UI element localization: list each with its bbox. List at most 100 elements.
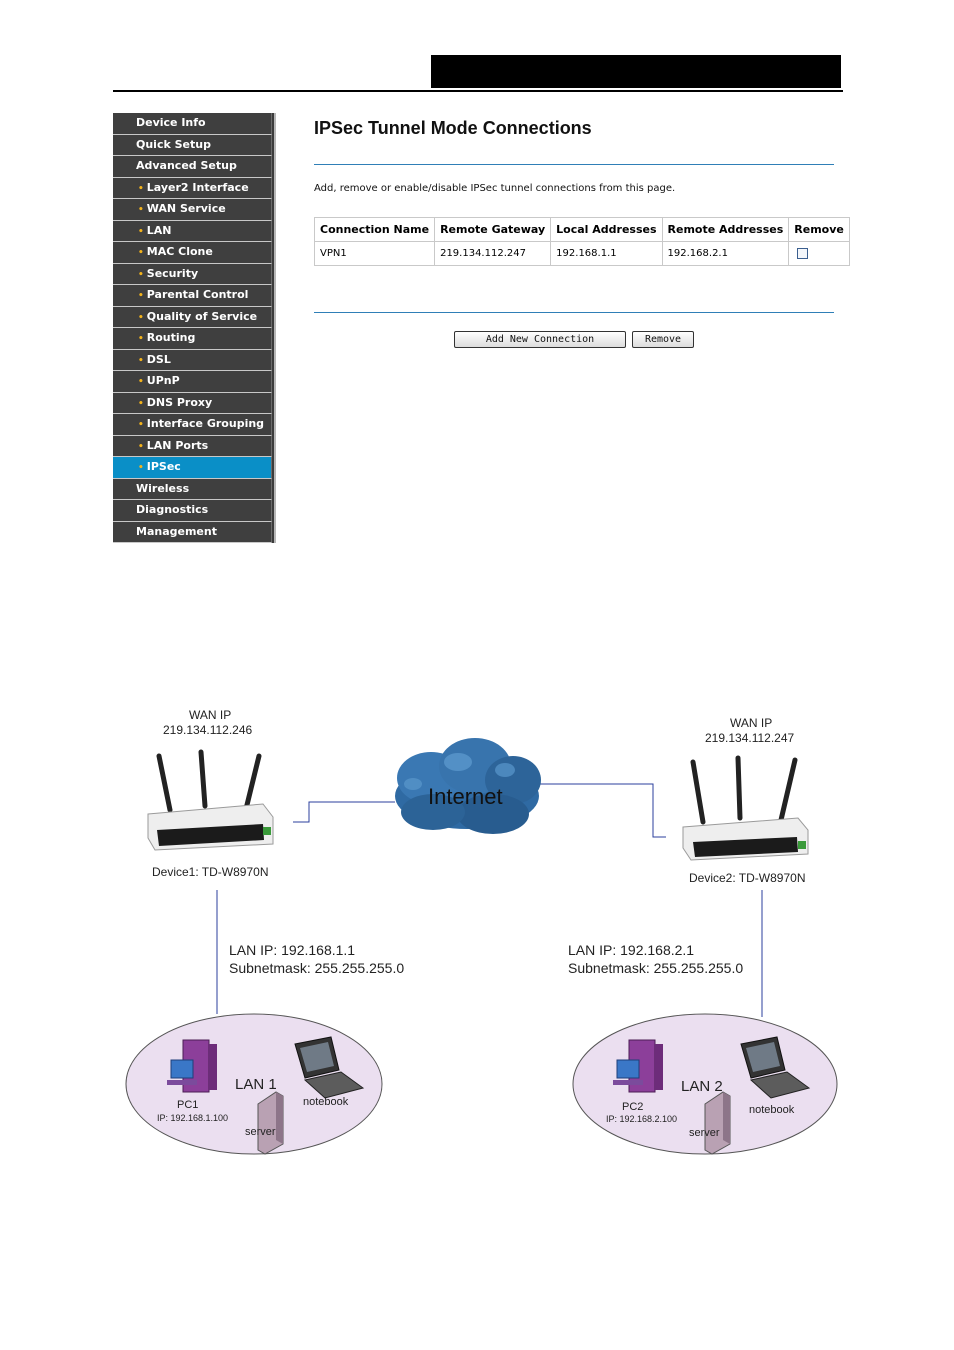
device1-subnet: Subnetmask: 255.255.255.0 bbox=[229, 960, 405, 976]
device2-subnet: Subnetmask: 255.255.255.0 bbox=[568, 960, 744, 976]
sidebar-item-ipsec[interactable]: •IPSec bbox=[113, 457, 272, 479]
sidebar-item-layer2-interface[interactable]: •Layer2 Interface bbox=[113, 177, 272, 199]
local-addresses-cell: 192.168.1.1 bbox=[550, 241, 663, 266]
sidebar-item-device-info[interactable]: Device Info bbox=[113, 113, 272, 135]
table-row: VPN1 219.134.112.247 192.168.1.1 192.168… bbox=[313, 241, 850, 266]
router-icon-device2 bbox=[682, 755, 809, 861]
remove-checkbox[interactable] bbox=[797, 247, 809, 259]
sidebar-item-label: MAC Clone bbox=[146, 245, 213, 258]
internet-cloud-icon bbox=[395, 738, 541, 834]
sidebar-item-label: IPSec bbox=[146, 460, 181, 473]
sidebar-item-label: Quality of Service bbox=[146, 309, 258, 323]
header-title-bar bbox=[431, 55, 841, 88]
wan-link-device2 bbox=[538, 783, 666, 838]
sidebar-item-dns-proxy[interactable]: •DNS Proxy bbox=[113, 392, 272, 414]
sidebar-item-routing[interactable]: •Routing bbox=[113, 328, 272, 350]
sidebar-item-lan-ports[interactable]: •LAN Ports bbox=[113, 435, 272, 457]
device2-name: Device2: TD-W8970N bbox=[689, 871, 806, 885]
device2-lan-ip: LAN IP: 192.168.2.1 bbox=[568, 942, 695, 958]
page-title: IPSec Tunnel Mode Connections bbox=[314, 118, 592, 138]
sidebar-item-label: LAN bbox=[146, 223, 172, 237]
title-divider bbox=[314, 164, 834, 165]
sidebar-item-label: DSL bbox=[146, 352, 171, 366]
wan-link-device1 bbox=[293, 801, 395, 823]
pc1-ip: IP: 192.168.1.100 bbox=[157, 1113, 229, 1123]
page-description: Add, remove or enable/disable IPSec tunn… bbox=[314, 183, 676, 194]
sidebar-item-wan-service[interactable]: •WAN Service bbox=[113, 199, 272, 221]
sidebar-item-label: Routing bbox=[146, 331, 196, 344]
bullet-icon: • bbox=[138, 269, 144, 280]
remote-addresses-cell: 192.168.2.1 bbox=[661, 241, 790, 266]
pc2-icon bbox=[613, 1039, 663, 1093]
sidebar-item-label: Parental Control bbox=[146, 288, 249, 301]
bullet-icon: • bbox=[138, 226, 144, 237]
pc2-ip: IP: 192.168.2.100 bbox=[606, 1114, 678, 1124]
sidebar-item-dsl[interactable]: •DSL bbox=[113, 349, 272, 371]
table-divider bbox=[314, 312, 834, 313]
notebook2-label: notebook bbox=[749, 1104, 795, 1116]
sidebar-item-label: Wireless bbox=[136, 481, 190, 495]
server1-label: server bbox=[245, 1126, 276, 1138]
add-new-connection-button[interactable]: Add New Connection bbox=[454, 331, 626, 348]
bullet-icon: • bbox=[138, 248, 144, 258]
device2-wan-label: WAN IP bbox=[730, 716, 773, 730]
column-header: Remote Gateway bbox=[434, 217, 552, 242]
sidebar-item-security[interactable]: •Security bbox=[113, 263, 272, 285]
lan1-label: LAN 1 bbox=[235, 1076, 277, 1093]
sidebar-item-quality-of-service[interactable]: •Quality of Service bbox=[113, 306, 272, 328]
sidebar-item-label: Layer2 Interface bbox=[146, 180, 249, 194]
network-diagram: WAN IP 219.134.112.246 Device1: TD-W8970… bbox=[113, 692, 841, 1162]
main-content: IPSec Tunnel Mode Connections Add, remov… bbox=[276, 113, 850, 543]
sidebar-item-upnp[interactable]: •UPnP bbox=[113, 371, 272, 393]
sidebar-item-label: Device Info bbox=[136, 116, 206, 129]
remote-gateway-cell: 219.134.112.247 bbox=[434, 241, 552, 266]
sidebar-item-label: Diagnostics bbox=[136, 503, 209, 516]
bullet-icon: • bbox=[138, 441, 144, 452]
sidebar-item-lan[interactable]: •LAN bbox=[113, 220, 272, 242]
sidebar-item-interface-grouping[interactable]: •Interface Grouping bbox=[113, 414, 272, 436]
header-divider bbox=[113, 90, 843, 92]
router-icon-device1 bbox=[147, 749, 274, 851]
sidebar-item-label: WAN Service bbox=[146, 202, 226, 215]
sidebar-item-label: UPnP bbox=[146, 374, 180, 387]
sidebar-item-label: LAN Ports bbox=[146, 438, 209, 452]
column-header: Connection Name bbox=[313, 217, 436, 242]
server1-icon bbox=[257, 1091, 284, 1155]
table-header-row: Connection Name Remote Gateway Local Add… bbox=[313, 217, 850, 242]
device1-wan-ip: 219.134.112.246 bbox=[163, 723, 253, 737]
sidebar-item-quick-setup[interactable]: Quick Setup bbox=[113, 134, 272, 156]
device2-wan-ip: 219.134.112.247 bbox=[705, 731, 795, 745]
sidebar-item-label: Advanced Setup bbox=[136, 159, 237, 172]
device1-lan-ip: LAN IP: 192.168.1.1 bbox=[229, 942, 356, 958]
sidebar-divider bbox=[274, 113, 276, 543]
server2-icon bbox=[704, 1091, 731, 1155]
sidebar-item-parental-control[interactable]: •Parental Control bbox=[113, 285, 272, 307]
sidebar-item-advanced-setup[interactable]: Advanced Setup bbox=[113, 156, 272, 178]
connections-table: Connection Name Remote Gateway Local Add… bbox=[313, 217, 850, 266]
sidebar-item-label: Quick Setup bbox=[136, 137, 211, 151]
sidebar-item-management[interactable]: Management bbox=[113, 521, 272, 543]
sidebar-item-mac-clone[interactable]: •MAC Clone bbox=[113, 242, 272, 264]
bullet-icon: • bbox=[138, 334, 144, 344]
bullet-icon: • bbox=[138, 398, 144, 409]
sidebar-item-label: Management bbox=[136, 524, 217, 538]
diagram-graphics bbox=[125, 738, 838, 1155]
sidebar-item-label: Security bbox=[146, 266, 199, 280]
sidebar-item-wireless[interactable]: Wireless bbox=[113, 478, 272, 500]
notebook1-icon bbox=[294, 1036, 365, 1099]
bullet-icon: • bbox=[138, 205, 144, 215]
internet-label: Internet bbox=[428, 784, 503, 809]
bullet-icon: • bbox=[138, 355, 144, 366]
sidebar-item-label: Interface Grouping bbox=[146, 417, 265, 430]
bullet-icon: • bbox=[138, 377, 144, 387]
sidebar-item-diagnostics[interactable]: Diagnostics bbox=[113, 500, 272, 522]
remove-button[interactable]: Remove bbox=[632, 331, 694, 348]
pc1-icon bbox=[167, 1039, 217, 1093]
bullet-icon: • bbox=[138, 291, 144, 301]
bullet-icon: • bbox=[138, 463, 144, 473]
server2-label: server bbox=[689, 1127, 720, 1139]
bullet-icon: • bbox=[138, 183, 144, 194]
sidebar-item-label: DNS Proxy bbox=[146, 395, 213, 409]
